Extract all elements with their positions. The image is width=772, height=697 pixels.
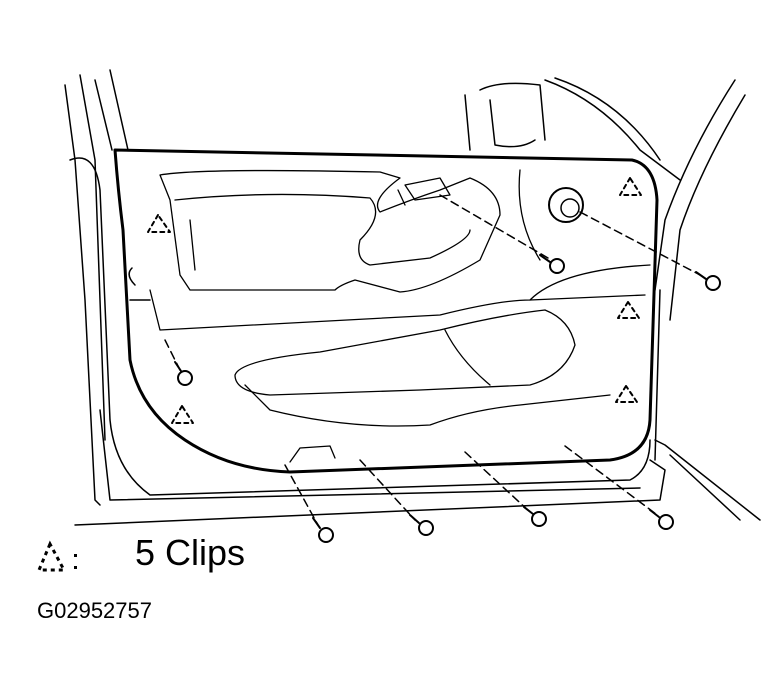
screws [174, 254, 721, 543]
screw-leaders [164, 194, 703, 526]
legend-label: 5 Clips [135, 532, 246, 573]
clip-markers [147, 177, 642, 424]
screw-icon [174, 361, 193, 386]
clip-icon [615, 385, 638, 403]
clip-icon [617, 301, 640, 319]
figure-id: G02952757 [37, 598, 152, 623]
clip-icon [147, 214, 171, 233]
screw-icon [695, 271, 721, 291]
screw-icon [523, 506, 547, 527]
clip-icon [619, 177, 642, 196]
screw-icon [409, 514, 434, 536]
screw-icon [312, 517, 334, 543]
screw-icon [649, 509, 674, 530]
clip-triangle-icon [36, 540, 77, 572]
clip-icon [171, 405, 194, 424]
trim-panel [113, 148, 659, 474]
door-frame [64, 69, 761, 526]
screw-icon [539, 254, 565, 274]
